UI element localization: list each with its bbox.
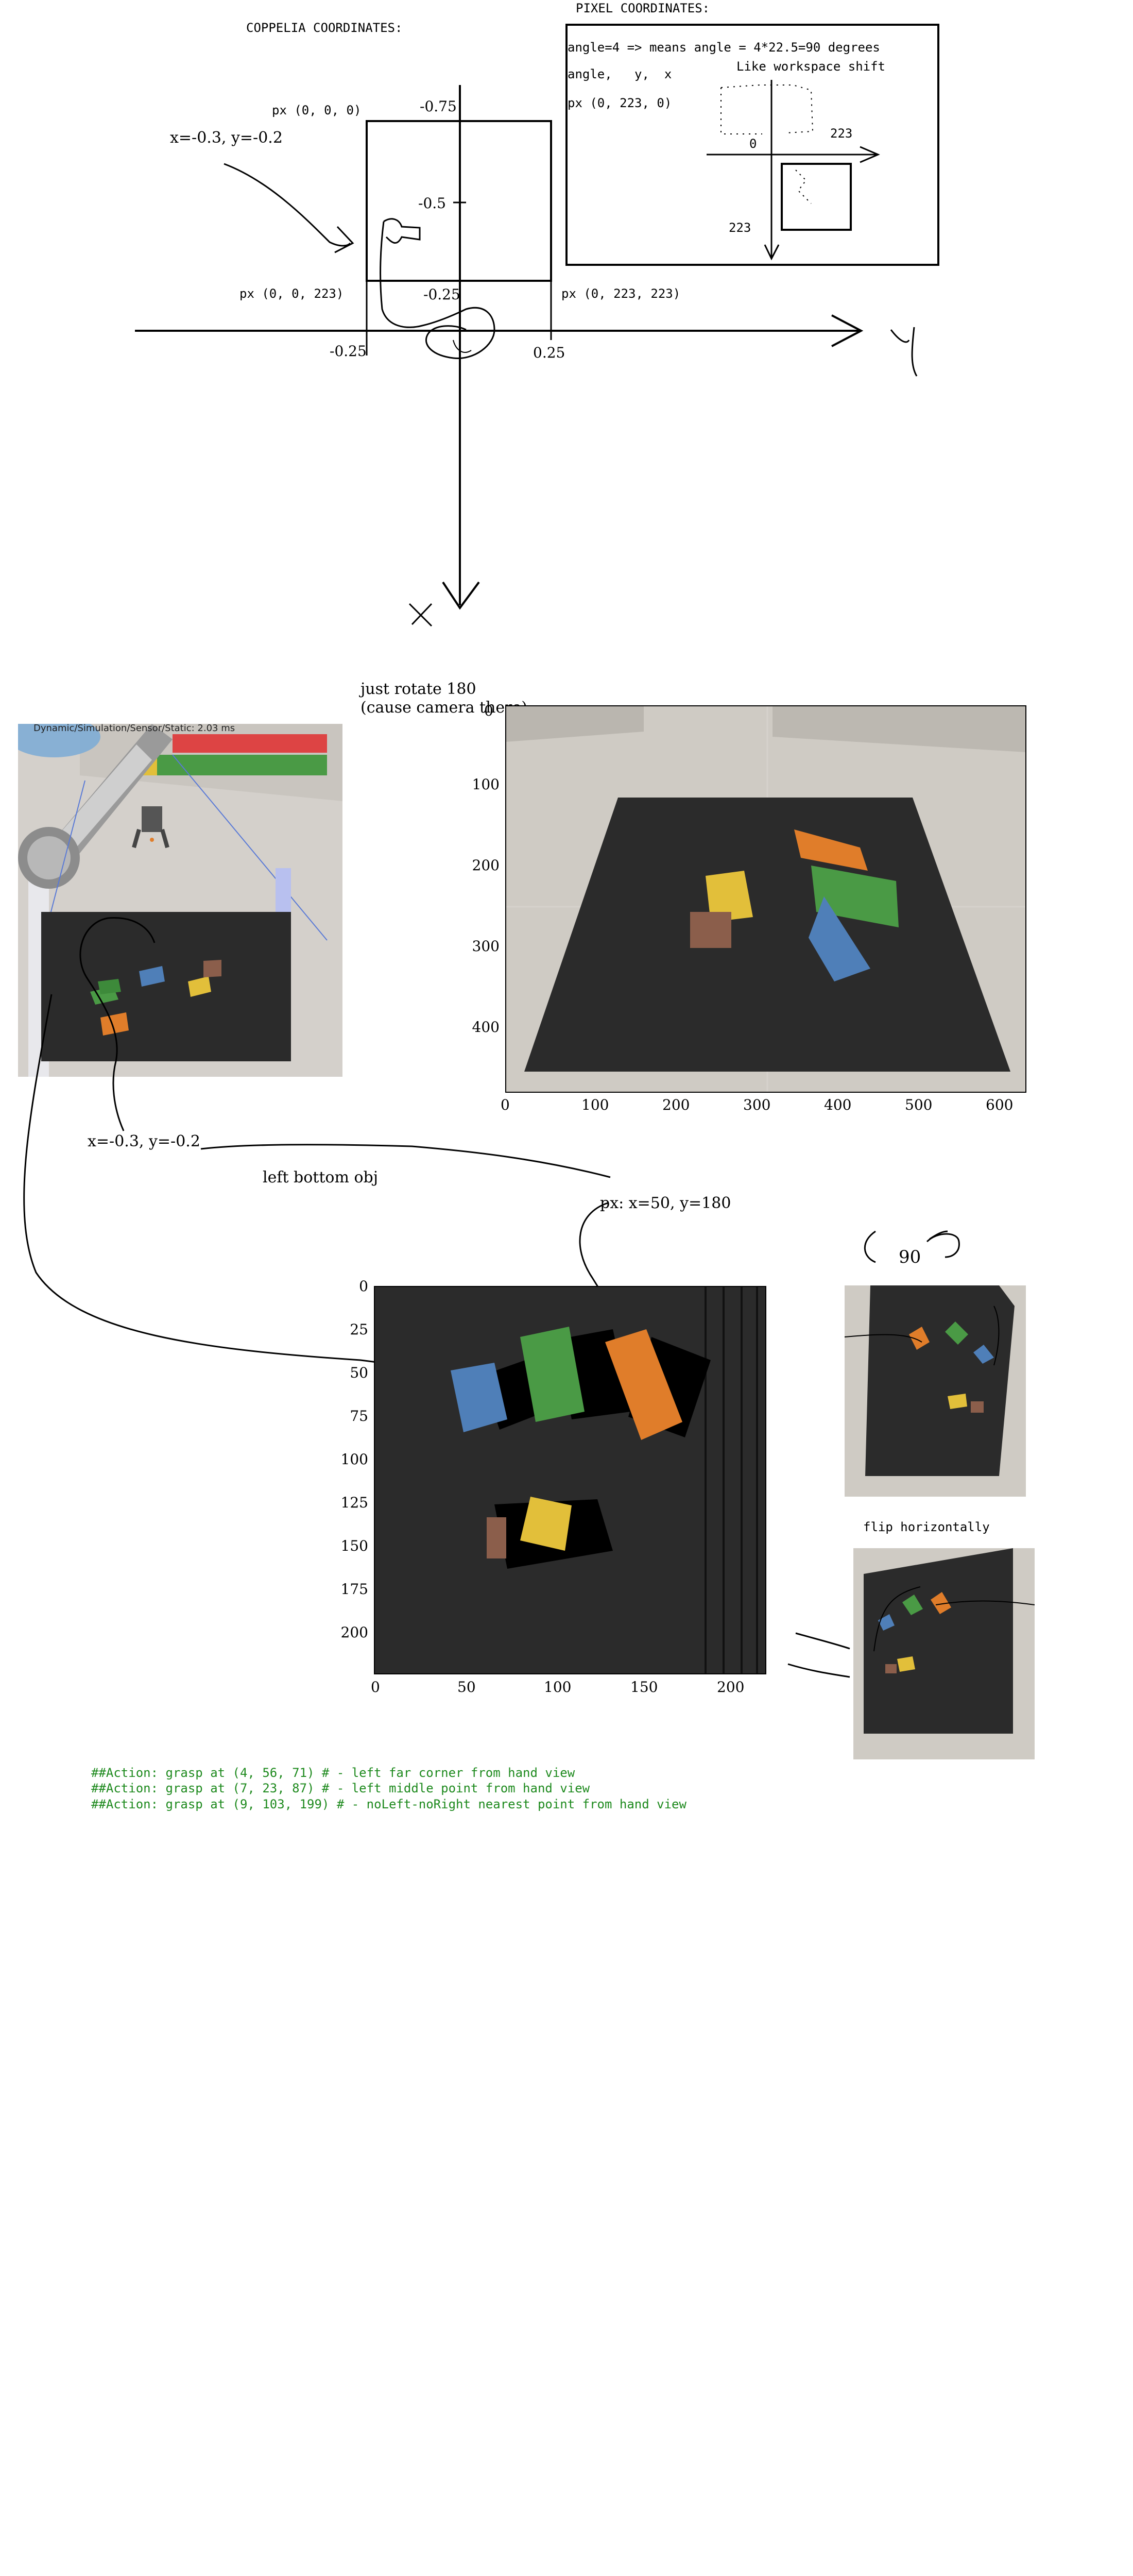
- chart1-xtick-3: 300: [743, 1096, 771, 1113]
- pixel-axis-223-bottom: 223: [729, 221, 751, 235]
- chart2-xtick-1: 50: [457, 1679, 476, 1696]
- chart2-ytick-0: 0: [359, 1278, 368, 1295]
- coppelia-title: COPPELIA COORDINATES:: [246, 21, 403, 35]
- chart2-ytick-3: 75: [350, 1408, 368, 1425]
- simulation-screenshot: Dynamic/Simulation/Sensor/Static: 2.03 m…: [18, 724, 342, 1077]
- chart1-ytick-2: 300: [472, 938, 500, 955]
- tick-label-minus-05: -0.5: [418, 195, 446, 212]
- chart2-ytick-2: 50: [350, 1364, 368, 1381]
- chart2-ytick-7: 175: [340, 1581, 368, 1598]
- rotate-note-line2: (cause camera there): [360, 699, 527, 717]
- workspace-shift-note: Like workspace shift: [736, 59, 885, 74]
- corner-label-bottom-left: px (0, 0, 223): [239, 286, 344, 301]
- pixel-axis-223-right: 223: [830, 126, 853, 141]
- chart1-corner-tick: 0: [484, 702, 493, 719]
- chart1-xtick-5: 500: [905, 1096, 933, 1113]
- pixel-axis-0: 0: [749, 137, 757, 151]
- chart1-xtick-2: 200: [662, 1096, 690, 1113]
- chart2-ytick-8: 200: [340, 1624, 368, 1641]
- chart2-ytick-1: 25: [350, 1321, 368, 1338]
- chart2-ytick-5: 125: [340, 1494, 368, 1511]
- pixel-axes-note: angle, y, x: [568, 67, 672, 81]
- chart2-ytick-6: 150: [340, 1537, 368, 1554]
- chart1-ytick-1: 200: [472, 857, 500, 874]
- chart1-xtick-6: 600: [986, 1096, 1014, 1113]
- action-line-2: ##Action: grasp at (7, 23, 87) # - left …: [91, 1781, 590, 1795]
- chart1-ytick-3: 400: [472, 1019, 500, 1036]
- rotate-90-note: 90: [899, 1247, 921, 1267]
- chart2-xtick-3: 150: [630, 1679, 658, 1696]
- chart2-xtick-4: 200: [717, 1679, 745, 1696]
- action-line-1: ##Action: grasp at (4, 56, 71) # - left …: [91, 1766, 575, 1780]
- tick-label-minus-025-mid: -0.25: [423, 286, 460, 303]
- left-note-xy: x=-0.3, y=-0.2: [88, 1132, 200, 1150]
- rotated-90-thumbnail: [845, 1285, 1026, 1497]
- pixel-title: PIXEL COORDINATES:: [576, 1, 710, 15]
- corner-label-bottom-right: px (0, 223, 223): [561, 286, 681, 301]
- rotated-90-scene: [845, 1285, 1015, 1476]
- flipped-scene: [864, 1548, 1035, 1734]
- chart1-ytick-0: 100: [472, 776, 500, 793]
- flipped-thumbnail: [853, 1548, 1035, 1759]
- pixel-position-note: px: x=50, y=180: [600, 1194, 731, 1212]
- chart2-xtick-0: 0: [371, 1679, 380, 1696]
- simulation-scene: [18, 724, 342, 1077]
- heightmap-plot-svg: [374, 1286, 766, 1674]
- rotate-note-line1: just rotate 180: [360, 680, 476, 698]
- corner-label-top-left: px (0, 0, 0): [272, 103, 362, 117]
- handwritten-coordinate-note: x=-0.3, y=-0.2: [170, 129, 283, 147]
- simulation-caption: Dynamic/Simulation/Sensor/Static: 2.03 m…: [33, 724, 235, 734]
- chart1-xtick-1: 100: [581, 1096, 609, 1113]
- pixel-corner-label: px (0, 223, 0): [568, 96, 672, 110]
- tick-label-minus-025-left: -0.25: [330, 343, 367, 360]
- tick-label-minus-075: -0.75: [420, 98, 457, 115]
- left-bottom-obj-note: left bottom obj: [263, 1168, 379, 1187]
- action-line-3: ##Action: grasp at (9, 103, 199) # - noL…: [91, 1797, 686, 1811]
- flip-note: flip horizontally: [863, 1520, 990, 1534]
- chart1-xtick-0: 0: [501, 1096, 510, 1113]
- chart1-xtick-4: 400: [824, 1096, 852, 1113]
- coordinate-sketch-drawing: [135, 24, 939, 627]
- chart2-xtick-2: 100: [544, 1679, 572, 1696]
- tick-label-025: 0.25: [533, 344, 565, 361]
- camera-image-plot-svg: [505, 705, 1026, 1093]
- pixel-angle-note: angle=4 => means angle = 4*22.5=90 degre…: [568, 40, 880, 55]
- chart2-ytick-4: 100: [340, 1451, 368, 1468]
